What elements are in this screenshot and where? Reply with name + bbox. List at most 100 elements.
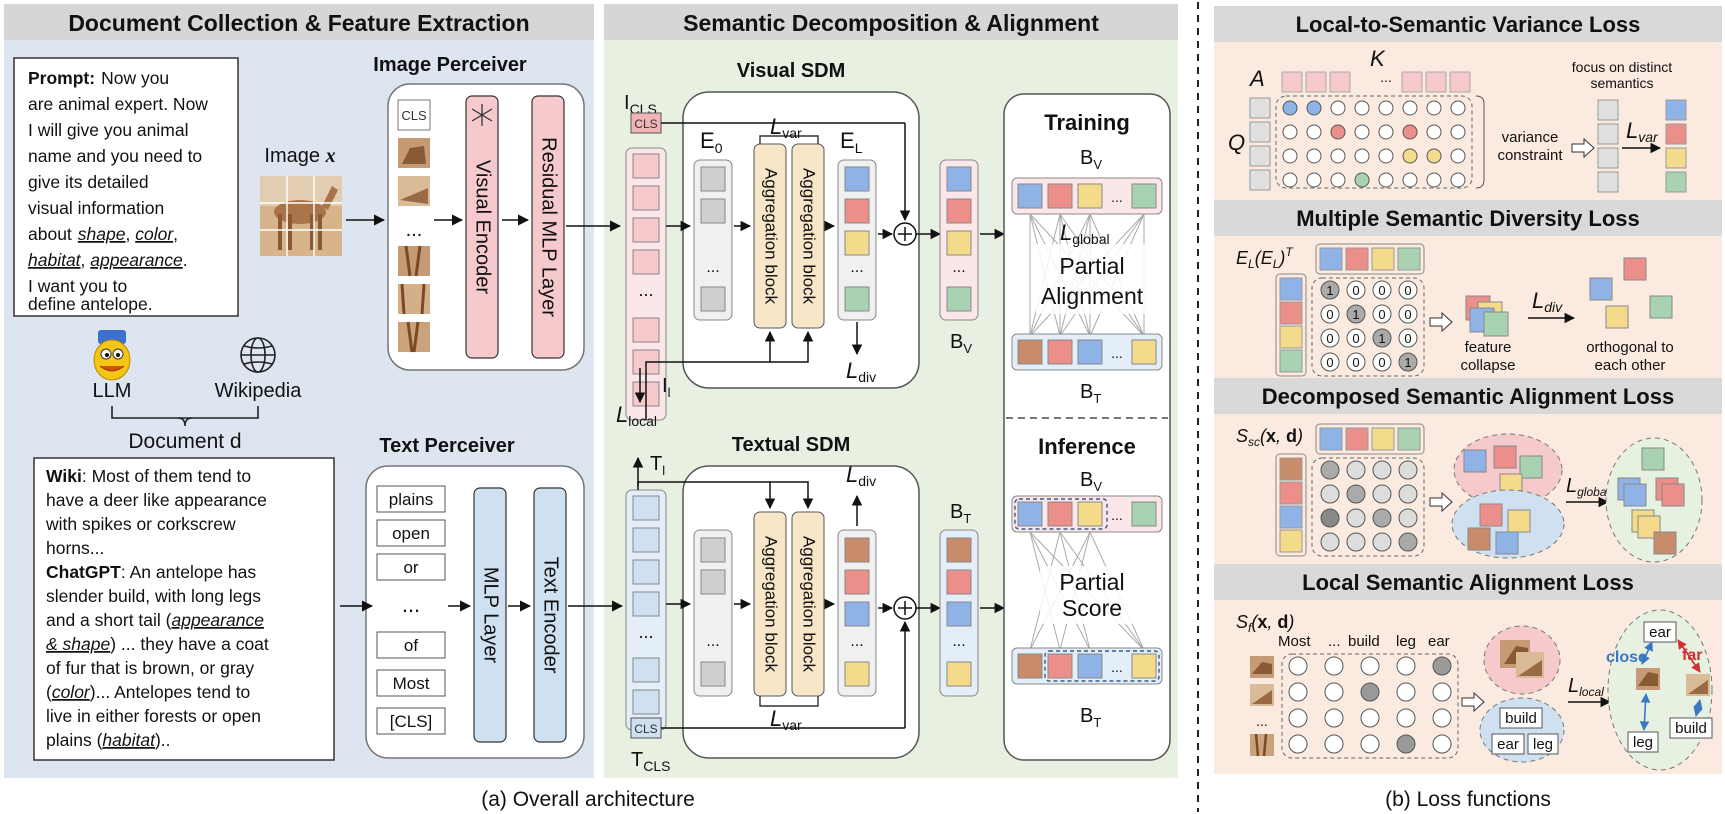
global-left-frame bbox=[1275, 453, 1307, 557]
gram-value: 0 bbox=[1326, 307, 1333, 322]
grid-cell bbox=[1432, 734, 1452, 754]
grid-cell bbox=[1288, 682, 1308, 702]
svg-text:build: build bbox=[1675, 720, 1707, 737]
grid-cell bbox=[1346, 328, 1366, 348]
grid-cell bbox=[1346, 280, 1366, 300]
partial-score-1: Partial bbox=[1059, 569, 1124, 595]
local-far-arrow bbox=[1677, 639, 1701, 673]
svg-text:I want you to: I want you to bbox=[28, 276, 127, 296]
local-aligned-words: ear build leg bbox=[1627, 621, 1713, 753]
grid-cell bbox=[1306, 172, 1322, 188]
grid-cell bbox=[1324, 734, 1344, 754]
snowflake-icon bbox=[471, 104, 493, 126]
gram-value: 0 bbox=[1378, 307, 1385, 322]
grid-cell bbox=[1324, 708, 1344, 728]
gram-value: 0 bbox=[1352, 355, 1359, 370]
el-token-yellow bbox=[844, 230, 870, 256]
grid-cell bbox=[1354, 124, 1370, 140]
gram-value: 1 bbox=[1404, 355, 1411, 370]
train-bt-dots: ... bbox=[1111, 345, 1123, 361]
infer-bv-dots: ... bbox=[1111, 507, 1123, 523]
loss-div-title: Multiple Semantic Diversity Loss bbox=[1296, 206, 1640, 231]
div-top-row bbox=[1319, 247, 1421, 271]
grid-cell bbox=[1398, 532, 1418, 552]
infer-bt-tokens bbox=[1017, 653, 1157, 679]
grid-cell bbox=[1372, 328, 1392, 348]
grid-cell bbox=[1360, 656, 1380, 676]
train-label-bg bbox=[1036, 244, 1154, 314]
local-close-arrow bbox=[1641, 641, 1653, 665]
el-token-red bbox=[844, 198, 870, 224]
gram-value: 0 bbox=[1404, 307, 1411, 322]
bv-dots: ... bbox=[952, 259, 965, 276]
svg-text:open: open bbox=[392, 524, 430, 543]
gram-value: 1 bbox=[1326, 283, 1333, 298]
e0-label: E0 bbox=[700, 128, 723, 156]
grid-cell bbox=[1398, 328, 1418, 348]
bt-label: BT bbox=[950, 501, 971, 526]
local-aligned-patches bbox=[1636, 668, 1710, 696]
el-dots: ... bbox=[850, 259, 863, 276]
grid-cell bbox=[1372, 460, 1392, 480]
var-output-col bbox=[1665, 99, 1687, 193]
bt-token-blue bbox=[946, 601, 972, 627]
svg-text:build: build bbox=[1505, 710, 1537, 727]
grid-cell bbox=[1330, 148, 1346, 164]
arrow-tl-to-agg2 bbox=[770, 481, 814, 510]
text-el-token-yellow bbox=[844, 661, 870, 687]
var-focus-2: semantics bbox=[1590, 75, 1653, 91]
visual-lvar-label: Lvar bbox=[770, 114, 802, 141]
text-e0-tokens bbox=[700, 537, 726, 687]
local-word-boxes: build ear leg bbox=[1491, 707, 1559, 755]
div-orthogonal-squares bbox=[1589, 257, 1673, 329]
gram-value: 0 bbox=[1326, 355, 1333, 370]
text-agg-block-2 bbox=[791, 511, 825, 697]
var-loss-label: Lvar bbox=[1626, 118, 1659, 145]
svg-text:leg: leg bbox=[1533, 736, 1553, 753]
sem-title-bar bbox=[604, 4, 1178, 40]
global-formula: Ssc(x, d) bbox=[1236, 426, 1303, 449]
grid-cell bbox=[1360, 708, 1380, 728]
bv-token-blue bbox=[946, 166, 972, 192]
text-ldiv-label: Ldiv bbox=[846, 462, 876, 489]
document-box: Wiki: Most of them tend to have a deer l… bbox=[33, 457, 335, 761]
infer-bv-label: BV bbox=[1080, 469, 1102, 494]
grid-cell bbox=[1402, 100, 1418, 116]
loss-global-title: Decomposed Semantic Alignment Loss bbox=[1262, 384, 1674, 409]
global-score-matrix bbox=[1311, 457, 1425, 557]
arrow-il-to-agg1 bbox=[645, 330, 776, 420]
partial-score-2: Score bbox=[1062, 595, 1122, 621]
svg-text:ear: ear bbox=[1497, 736, 1519, 753]
text-mlp-label: MLP Layer bbox=[480, 567, 502, 664]
local-close-arrow-3 bbox=[1639, 693, 1651, 731]
grid-cell bbox=[1396, 734, 1416, 754]
bv-token-green bbox=[946, 286, 972, 312]
grid-cell bbox=[1426, 172, 1442, 188]
train-lglobal-label: Lglobal bbox=[1060, 220, 1110, 247]
tl-label: Tl bbox=[650, 453, 665, 478]
il-label: Il bbox=[662, 375, 671, 400]
grid-cell bbox=[1398, 280, 1418, 300]
grid-cell bbox=[1372, 352, 1392, 372]
gram-value: 0 bbox=[1404, 283, 1411, 298]
var-a-label: A bbox=[1248, 66, 1265, 91]
var-constraint-2: constraint bbox=[1497, 147, 1563, 164]
infer-label-bg bbox=[1040, 566, 1146, 624]
grid-cell bbox=[1372, 484, 1392, 504]
grid-cell bbox=[1320, 508, 1340, 528]
grid-cell bbox=[1320, 352, 1340, 372]
residual-mlp-block bbox=[531, 95, 565, 359]
global-top-frame bbox=[1315, 423, 1425, 455]
text-e0-dots: ... bbox=[706, 633, 719, 650]
grid-cell bbox=[1306, 148, 1322, 164]
grid-cell bbox=[1450, 100, 1466, 116]
global-arrow-icon bbox=[1429, 491, 1453, 513]
text-el-token-blue bbox=[844, 601, 870, 627]
e0-tokens bbox=[700, 166, 726, 312]
div-collapse-1: feature bbox=[1465, 339, 1512, 356]
infer-bt-label: BT bbox=[1080, 705, 1101, 730]
train-bv-label: BV bbox=[1080, 147, 1102, 172]
grid-cell bbox=[1346, 304, 1366, 324]
var-q-col bbox=[1249, 97, 1271, 191]
visual-agg-label-1: Aggregation block bbox=[762, 168, 781, 305]
